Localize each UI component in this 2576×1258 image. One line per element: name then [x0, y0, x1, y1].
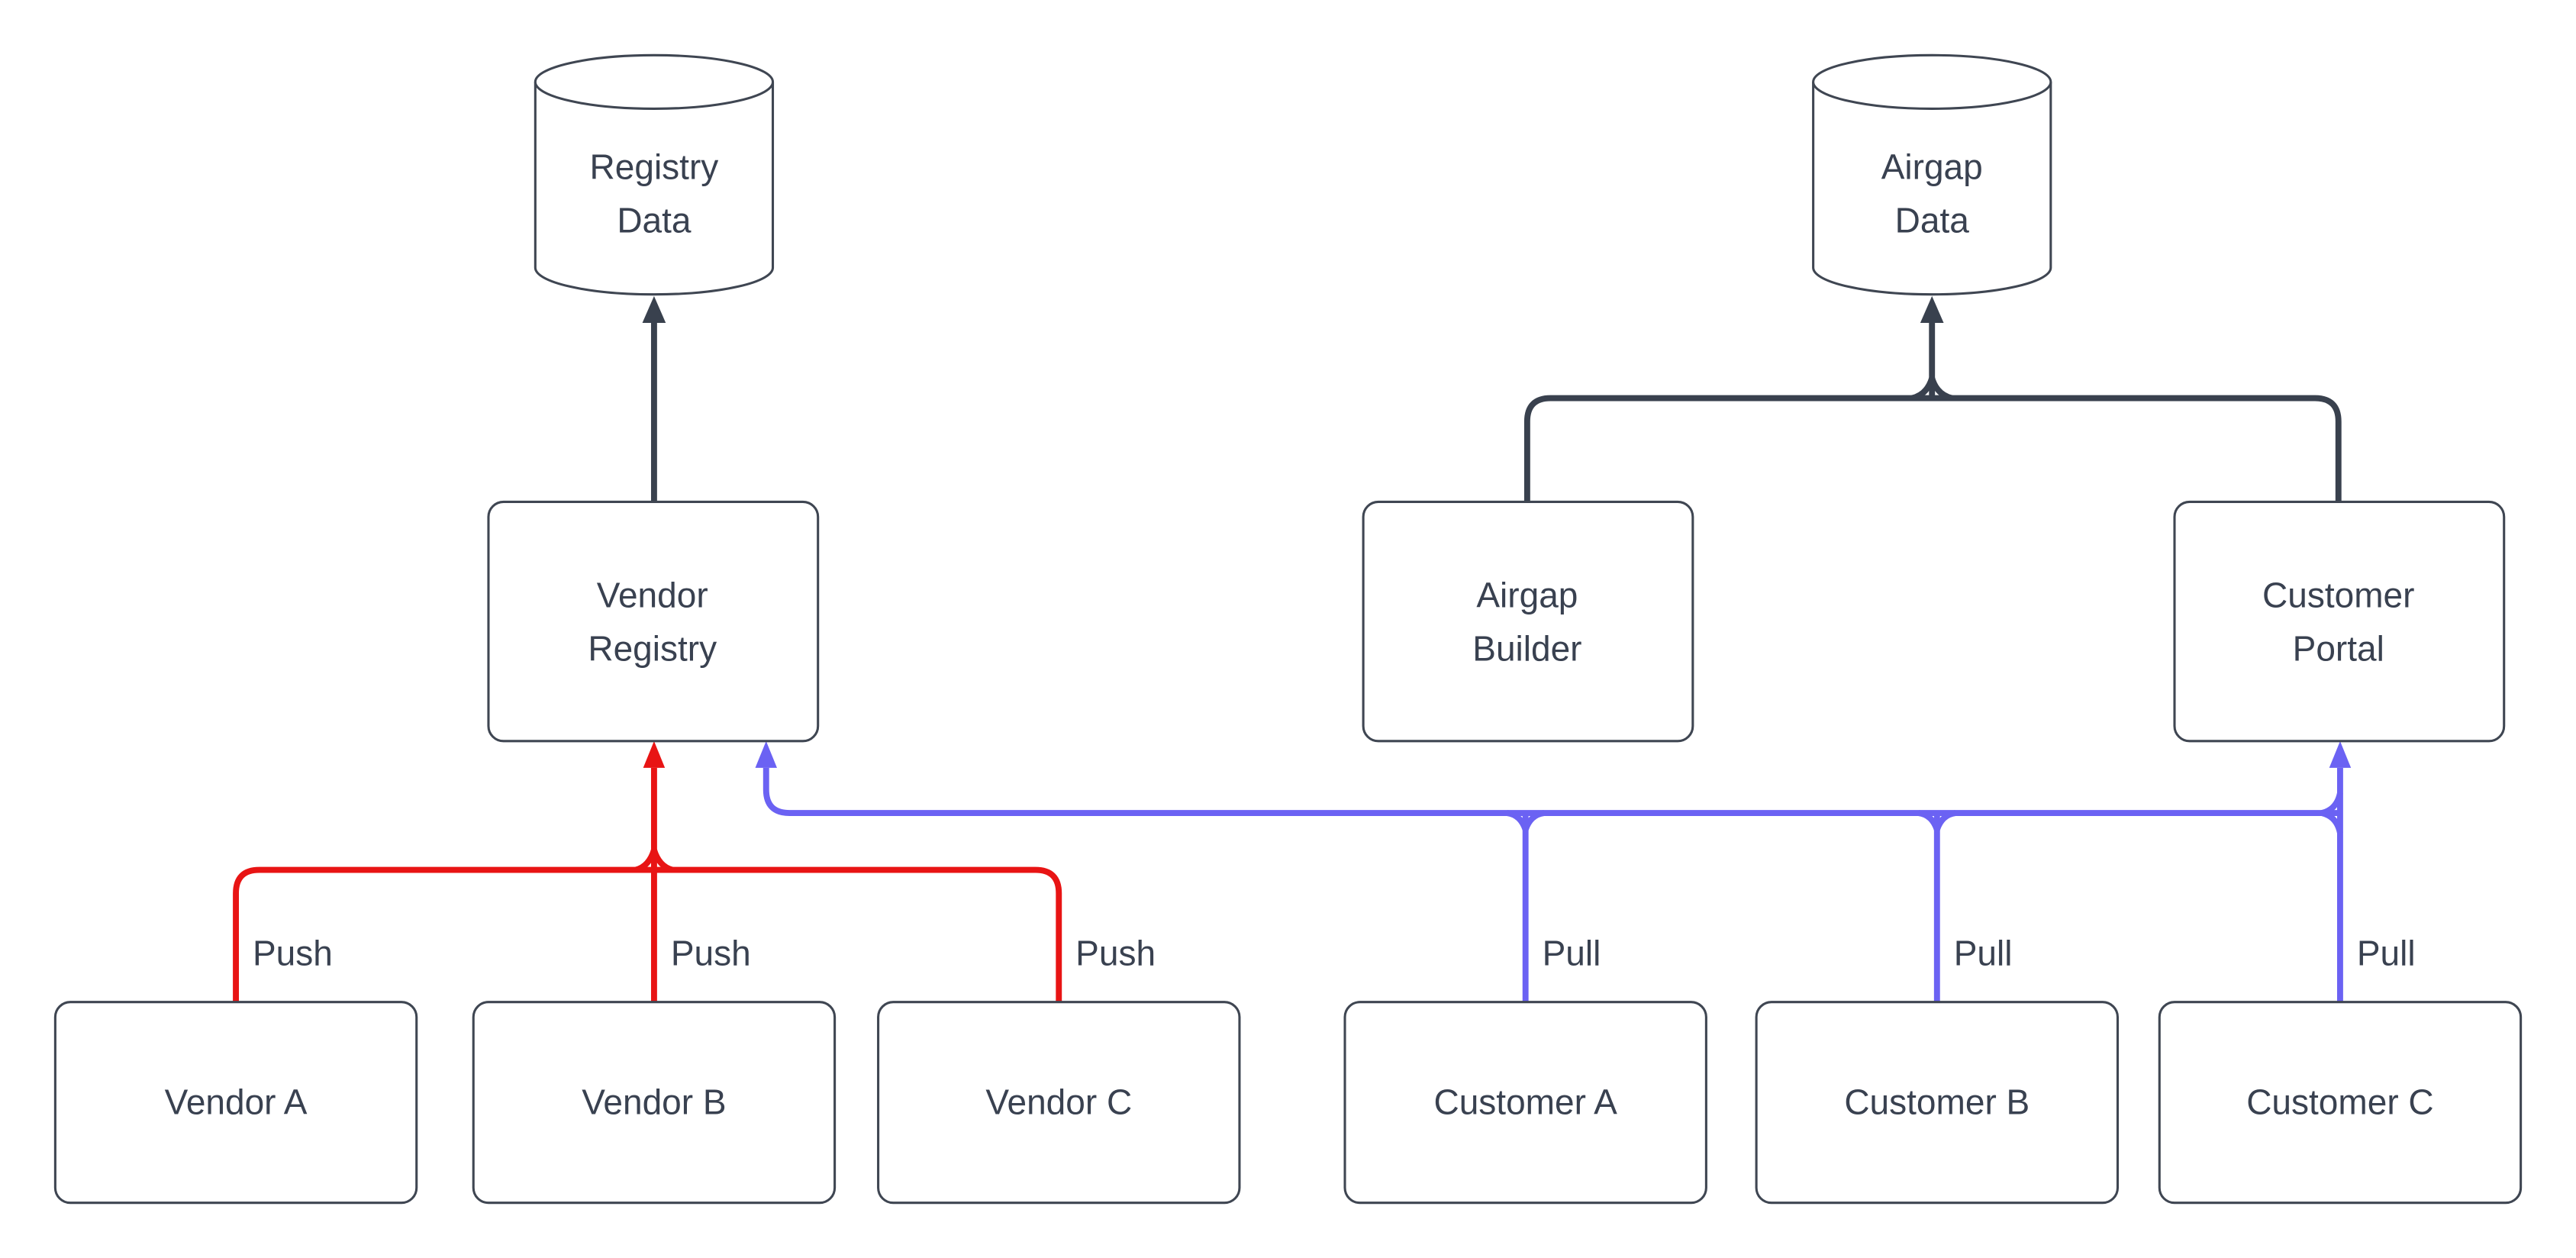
edge-push-merge-fillet	[634, 849, 674, 873]
pull-arrowhead-vendor-registry	[755, 740, 777, 768]
customer-portal-label-line1: Customer	[2262, 576, 2414, 615]
pull-arrowhead-customer-portal	[2329, 740, 2352, 768]
pull-label-customer-c: Pull	[2357, 933, 2416, 973]
vendor-a-label: Vendor A	[165, 1082, 308, 1122]
node-vendor-a	[53, 1001, 418, 1205]
airgap-builder-label-line1: Airgap	[1476, 576, 1578, 615]
customer-b-label: Customer B	[1844, 1082, 2030, 1122]
node-vendor-b	[472, 1001, 837, 1205]
customer-portal-label-line2: Portal	[2293, 629, 2384, 669]
dark-flow-edges	[650, 322, 2342, 502]
push-label-vendor-b: Push	[671, 933, 751, 973]
dark-flow-arrowheads	[642, 295, 1944, 323]
node-airgap-data	[1812, 53, 2052, 296]
edge-pull-fillet-b	[1917, 810, 1956, 831]
push-edges	[233, 767, 1062, 1002]
edge-airgap-merge-fillet	[1910, 376, 1953, 402]
pull-label-customer-a: Pull	[1543, 933, 1601, 973]
edge-labels: Push Push Push Pull Pull Pull	[253, 933, 2416, 973]
edge-pull-fillet-c	[2320, 792, 2343, 834]
node-labels: Registry Data Airgap Data Vendor Registr…	[165, 147, 2434, 1121]
vendor-registry-label-line2: Registry	[588, 629, 717, 669]
airgap-data-arrowhead	[1920, 295, 1944, 323]
node-customer-c	[2158, 1001, 2523, 1205]
vendor-registry-label-line1: Vendor	[597, 576, 708, 615]
node-airgap-builder	[1362, 500, 1694, 743]
node-customer-a	[1343, 1001, 1707, 1205]
registry-data-cylinder-top	[534, 53, 775, 110]
registry-data-label-line1: Registry	[590, 147, 719, 186]
airgap-data-cylinder-body	[1812, 82, 2052, 296]
node-customer-b	[1755, 1001, 2120, 1205]
node-vendor-c	[877, 1001, 1241, 1205]
pull-arrowheads	[755, 740, 2352, 768]
pull-label-customer-b: Pull	[1954, 933, 2013, 973]
node-customer-portal	[2173, 500, 2506, 743]
customer-c-label: Customer C	[2246, 1082, 2433, 1122]
box-shapes	[53, 500, 2523, 1205]
push-label-vendor-a: Push	[253, 933, 333, 973]
push-label-vendor-c: Push	[1075, 933, 1156, 973]
airgap-data-label-line1: Airgap	[1881, 147, 1983, 186]
airgap-data-label-line2: Data	[1895, 201, 1970, 240]
cylinder-shapes	[534, 53, 2052, 296]
vendor-c-label: Vendor C	[985, 1082, 1132, 1122]
vendor-b-label: Vendor B	[582, 1082, 726, 1122]
registry-data-cylinder-body	[534, 82, 775, 296]
registry-data-label-line2: Data	[617, 201, 692, 240]
edge-pull-fillet-a	[1506, 810, 1545, 831]
node-registry-data	[534, 53, 775, 296]
registry-data-arrowhead	[642, 295, 666, 323]
airgap-data-cylinder-top	[1812, 53, 2052, 110]
edge-pull-rail-to-vendor-registry	[762, 767, 2340, 817]
edge-builder-portal-trunk	[1523, 395, 2342, 502]
node-vendor-registry	[487, 500, 820, 743]
push-arrowhead	[643, 740, 666, 768]
customer-a-label: Customer A	[1433, 1082, 1617, 1122]
airgap-builder-label-line2: Builder	[1472, 629, 1581, 669]
pull-edges	[762, 767, 2343, 1002]
edge-push-trunk	[233, 866, 1062, 1002]
